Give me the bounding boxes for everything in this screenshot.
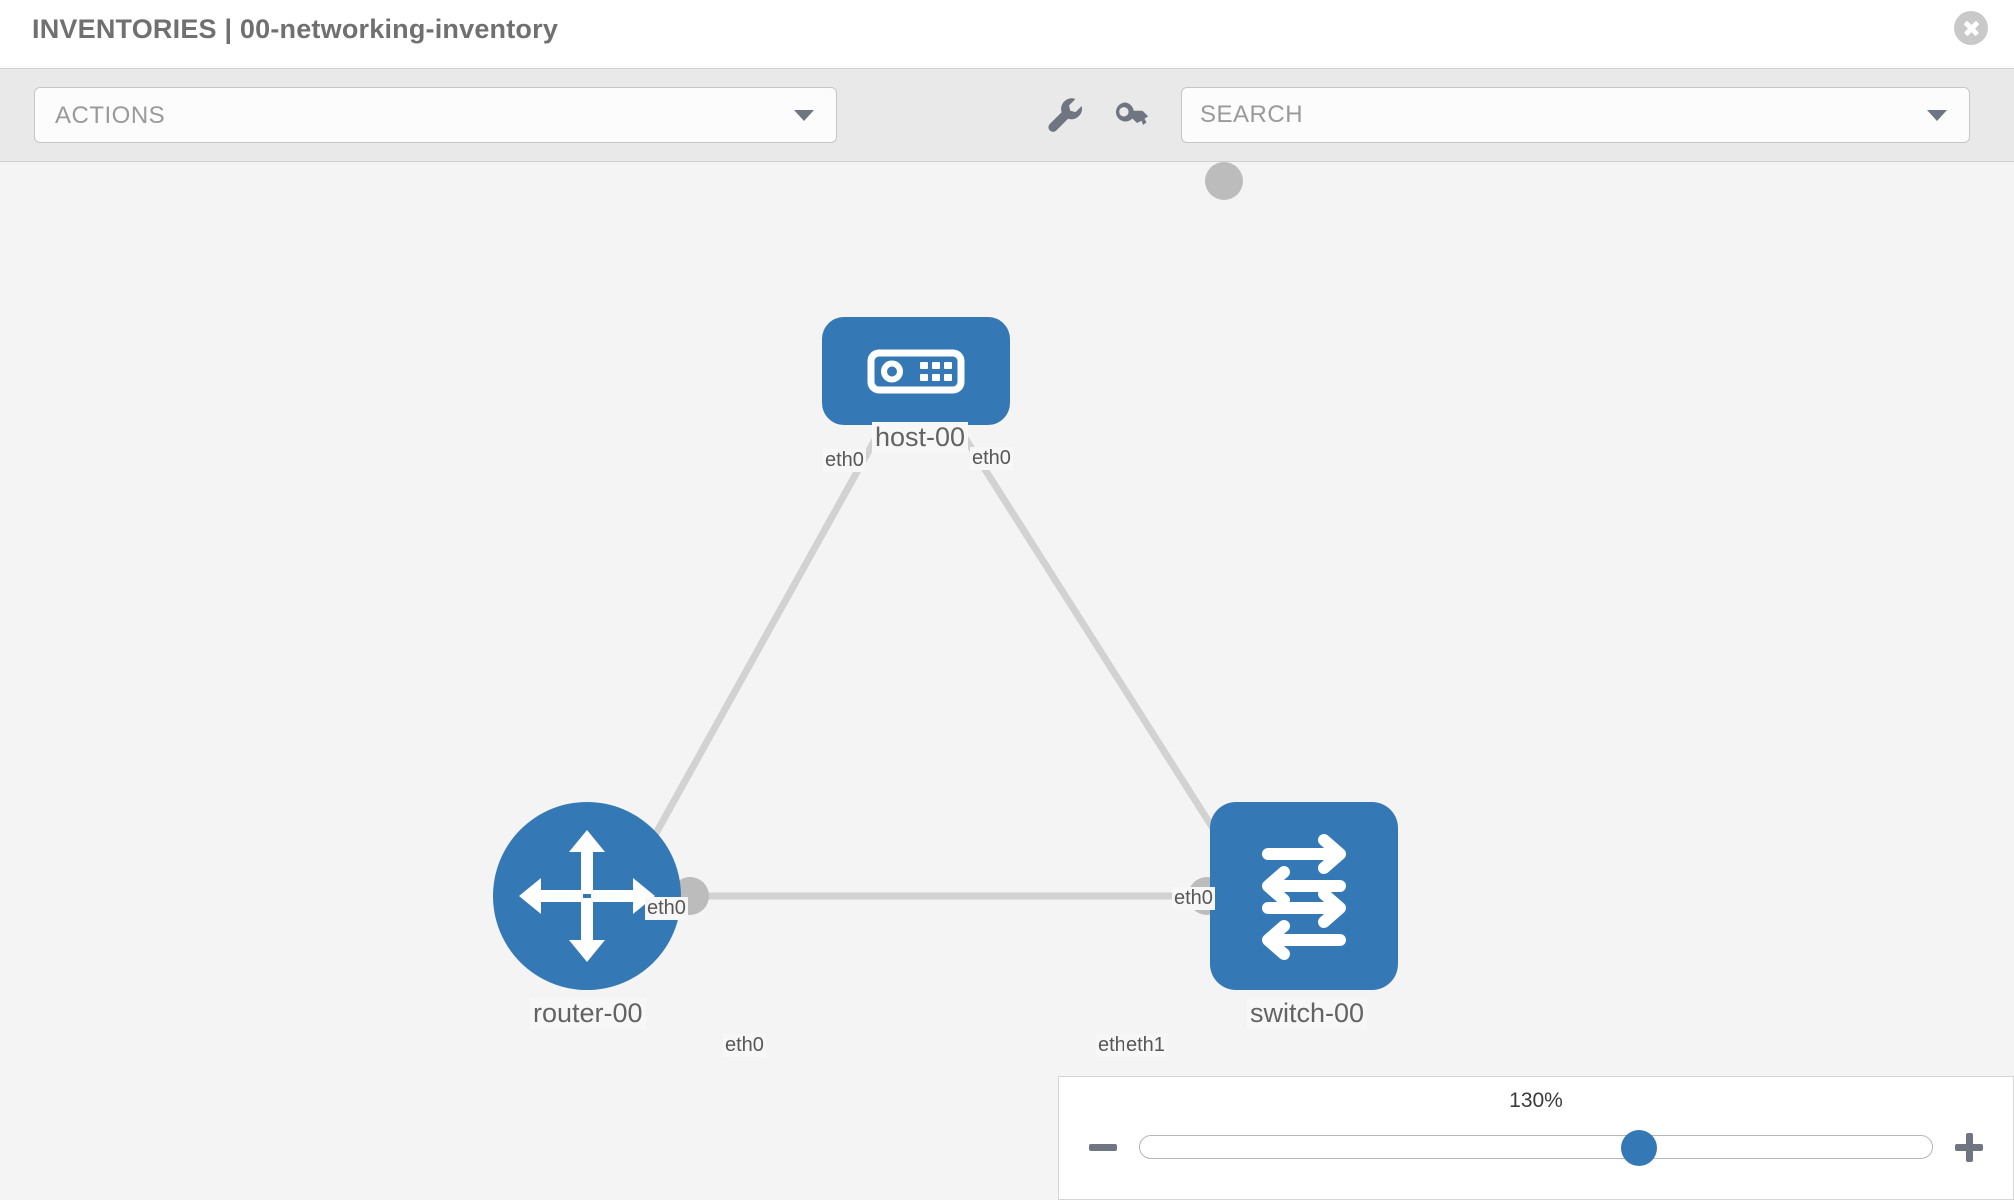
wrench-icon[interactable] (1038, 89, 1090, 141)
node-router-00[interactable] (493, 802, 681, 990)
chevron-down-icon[interactable] (1927, 110, 1947, 121)
zoom-slider-row (1059, 1127, 2013, 1167)
actions-dropdown[interactable]: ACTIONS (34, 87, 837, 143)
search-field-wrapper[interactable] (1181, 87, 1970, 143)
toolbar: ACTIONS (0, 68, 2014, 162)
page-title: INVENTORIES | 00-networking-inventory (32, 14, 559, 44)
key-icon[interactable] (1106, 89, 1158, 141)
zoom-slider-handle[interactable] (1620, 1130, 1657, 1166)
zoom-slider-track[interactable] (1139, 1130, 1933, 1166)
server-icon (822, 317, 1010, 425)
iface-label-router-north: eth0 (645, 897, 688, 920)
close-icon[interactable] (1954, 11, 1988, 45)
switch-arrows-icon (1210, 802, 1398, 990)
node-label-switch-00: switch-00 (1247, 998, 1368, 1029)
node-switch-00-shape (1210, 802, 1398, 990)
iface-label-router-east: eth0 (723, 1034, 766, 1057)
topology-canvas[interactable]: host-00 router- (0, 162, 2014, 1200)
actions-dropdown-label: ACTIONS (55, 102, 166, 129)
node-host-00-shape (822, 317, 1010, 425)
zoom-in-button[interactable] (1951, 1129, 1987, 1165)
link-host-switch (954, 423, 1232, 856)
topology-links (636, 423, 1232, 900)
zoom-percent-label: 130% (1509, 1089, 1563, 1112)
iface-label-host-east: eth0 (970, 447, 1013, 470)
page-header: INVENTORIES | 00-networking-inventory (0, 0, 2014, 68)
plus-icon-vertical (1965, 1133, 1973, 1162)
node-label-host-00: host-00 (872, 422, 969, 453)
search-input[interactable] (1200, 88, 1900, 142)
iface-label-host-west: eth0 (823, 449, 866, 472)
chevron-down-icon (794, 110, 814, 121)
zoom-out-button[interactable] (1085, 1129, 1121, 1165)
node-host-00[interactable] (822, 317, 1010, 425)
iface-label-switch-north: eth0 (1172, 887, 1215, 910)
zoom-control[interactable]: 130% (1058, 1076, 2014, 1200)
link-host-router (636, 423, 886, 866)
connector-knob-switch-northwest[interactable] (1205, 162, 1243, 200)
node-label-router-00: router-00 (530, 998, 646, 1029)
minus-icon (1089, 1144, 1117, 1151)
router-arrows-icon (493, 802, 681, 990)
node-switch-00[interactable] (1210, 802, 1398, 990)
iface-label-switch-west-b: eth1 (1124, 1034, 1167, 1057)
